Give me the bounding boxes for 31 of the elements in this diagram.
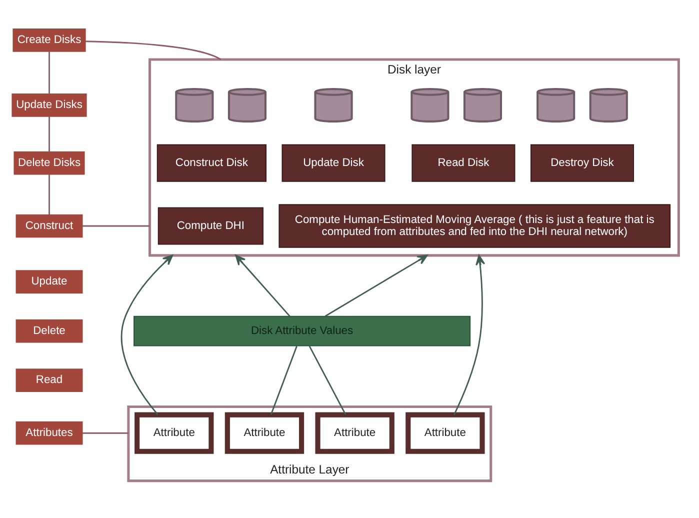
connector xyxy=(48,51,50,94)
node-box: Attribute xyxy=(134,412,214,454)
connector xyxy=(86,40,222,60)
arrow xyxy=(453,254,486,416)
node-box: Update xyxy=(16,270,83,294)
node-box: Update Disks xyxy=(12,94,87,117)
node-box: Construct Disk xyxy=(156,144,266,182)
node-box: Attributes xyxy=(16,421,83,445)
connector xyxy=(308,346,346,415)
connector xyxy=(48,174,50,215)
node-box: Update Disk xyxy=(282,144,386,182)
node-box: Disk Attribute Values xyxy=(134,316,471,346)
node-box: Delete xyxy=(16,319,83,343)
node-box: Compute Human-Estimated Moving Average ( this is just a feature that is computed from attributes and fed into the DHI neural network) xyxy=(278,204,671,248)
connector xyxy=(270,346,298,415)
node-box: Create Disks xyxy=(12,28,86,52)
arrow xyxy=(120,254,174,415)
arrow xyxy=(324,254,428,317)
connector xyxy=(48,116,50,152)
connector xyxy=(82,225,150,227)
node-box: Delete Disks xyxy=(14,151,85,175)
connector xyxy=(82,432,128,434)
node-box: Read Disk xyxy=(412,144,516,182)
node-box: Destroy Disk xyxy=(530,144,634,182)
node-box: Compute DHI xyxy=(158,207,264,245)
node-box: Attribute xyxy=(315,412,394,454)
node-box: Construct xyxy=(16,214,83,238)
node-box: Attribute xyxy=(406,412,485,454)
arrow xyxy=(235,254,290,317)
node-box: Attribute xyxy=(224,412,304,454)
node-box: Read xyxy=(16,368,83,392)
